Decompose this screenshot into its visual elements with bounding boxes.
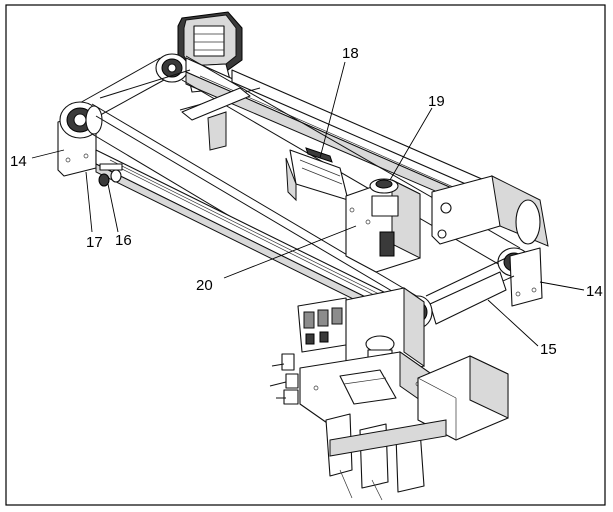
top-motor: [177, 11, 243, 93]
lower-belt: [425, 257, 515, 325]
control-box: [417, 355, 509, 441]
label-18: 18: [342, 45, 359, 62]
rear-pulley: [155, 53, 189, 83]
pneumatic-fittings: [269, 353, 299, 405]
label-14-left: 14: [10, 153, 27, 170]
leader-lines: [31, 61, 585, 347]
adjust-knob: [98, 163, 123, 187]
servo-motor: [285, 147, 349, 202]
cross-shaft: [99, 69, 261, 151]
carriage-gearbox: [345, 178, 421, 273]
gripper-fingers: [325, 413, 447, 501]
valve-bank: [297, 297, 353, 353]
label-14-right: 14: [586, 283, 603, 300]
label-16: 16: [115, 232, 132, 249]
label-17: 17: [86, 234, 103, 251]
right-end-plate: [509, 247, 543, 307]
drawing-border: [5, 4, 606, 506]
left-pulley: [59, 101, 103, 139]
right-end-block: [431, 175, 549, 247]
label-19: 19: [428, 93, 445, 110]
label-15: 15: [540, 341, 557, 358]
label-20: 20: [196, 277, 213, 294]
